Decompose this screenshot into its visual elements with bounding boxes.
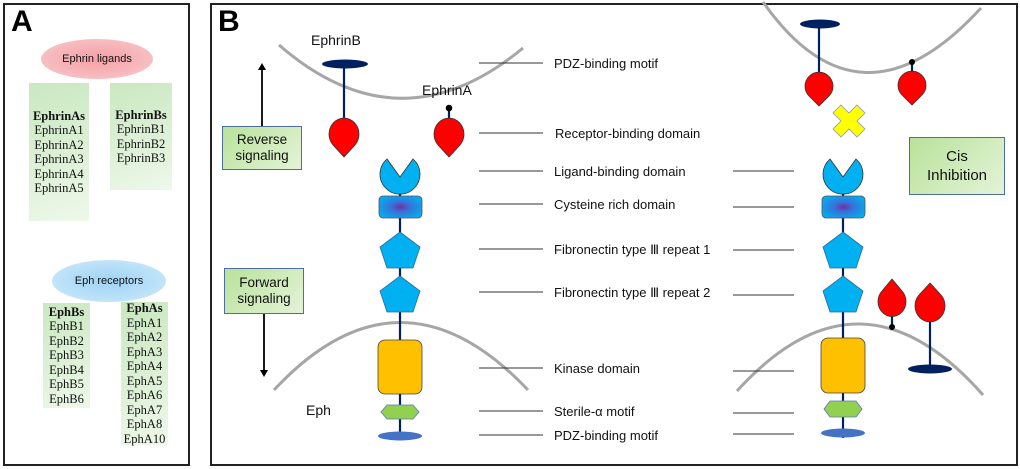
list-item: EphrinA5	[34, 181, 84, 195]
ephas-box: EphAs EphA1 EphA2 EphA3 EphA4 EphA5 EphA…	[121, 301, 168, 446]
list-item: EphrinA4	[34, 166, 84, 181]
reverse-signaling-label: Reverse signaling	[235, 132, 289, 163]
ephbs-box: EphBs EphB1 EphB2 EphB3 EphB4 EphB5 EphB…	[43, 303, 90, 408]
cis-inhibition-box: Cis Inhibition	[909, 137, 1005, 195]
ephrinb-receptor-binding-domain-icon	[328, 117, 360, 158]
ephbs-header: EphBs	[48, 304, 85, 319]
domain-label-sam: Sterile-α motif	[554, 404, 635, 419]
eph-receptors-title: Eph receptors	[74, 275, 144, 287]
ligand-cell-membrane	[278, 43, 524, 100]
list-item: EphA7	[126, 402, 163, 417]
eph-receptor-molecule	[377, 158, 423, 441]
list-item: EphA1	[126, 315, 163, 330]
cis-ephrina-binding-domain-icon	[897, 70, 927, 106]
ephrinb-molecule	[322, 59, 368, 158]
domain-label-fibronectin-2: Fibronectin type Ⅲ repeat 2	[554, 285, 711, 300]
ephrina-molecule	[433, 104, 465, 158]
panel-b-label: B	[218, 5, 240, 38]
domain-label-pdz-receptor: PDZ-binding motif	[554, 428, 659, 443]
list-item: EphB2	[49, 333, 84, 348]
cis-ephrinb-cytoplasmic-icon	[908, 364, 952, 374]
gpi-anchor-icon	[445, 104, 453, 112]
sterile-alpha-motif-icon	[380, 404, 420, 420]
list-item: EphB1	[49, 319, 84, 334]
list-item: EphrinA3	[34, 152, 84, 166]
forward-signaling-label: Forward signaling	[237, 275, 291, 306]
pdz-binding-motif-icon	[378, 431, 422, 441]
cis-inhibition-label: Cis Inhibition	[926, 148, 988, 184]
ephrin-ligands-title: Ephrin ligands	[62, 53, 132, 65]
reverse-signaling-box: Reverse signaling	[222, 126, 302, 170]
cis-ephrinb-binding-domain-icon	[804, 71, 834, 107]
domain-label-receptor-binding: Receptor-binding domain	[555, 126, 701, 141]
list-item: EphA4	[126, 359, 163, 373]
reverse-signaling-arrow	[258, 63, 266, 126]
list-item: EphrinB1	[116, 122, 166, 136]
cis-ephrina-molecule	[897, 59, 927, 106]
ephrina-label: EphrinA	[422, 82, 472, 98]
ephrina-receptor-binding-domain-icon	[433, 117, 465, 158]
list-item: EphA2	[126, 330, 163, 344]
list-item: EphA6	[126, 388, 163, 402]
kinase-domain-icon	[377, 339, 423, 395]
ephrinas-header: EphrinAs	[32, 108, 86, 123]
fibronectin-repeat-1-icon	[379, 231, 421, 269]
panel-a-label: A	[11, 5, 33, 38]
cis-pdz-binding-motif-icon	[821, 428, 865, 438]
ephrinbs-header: EphrinBs	[115, 107, 167, 122]
ephrinb-label: EphrinB	[311, 32, 361, 48]
inhibition-x-icon	[832, 104, 866, 138]
eph-label: Eph	[306, 402, 331, 418]
list-item: EphA5	[126, 373, 163, 388]
list-item: EphrinA1	[34, 123, 84, 137]
ephrinas-box: EphrinAs EphrinA1 EphrinA2 EphrinA3 Ephr…	[29, 83, 89, 221]
domain-label-cysteine-rich: Cysteine rich domain	[554, 197, 676, 212]
domain-label-kinase: Kinase domain	[554, 361, 640, 376]
leader-lines-right	[733, 170, 794, 435]
panel-a: A Ephrin ligands EphrinAs EphrinA1 Ephri…	[3, 3, 190, 466]
list-item: EphB4	[49, 362, 84, 377]
list-item: EphrinB3	[116, 151, 166, 165]
fibronectin-repeat-2-icon	[379, 275, 421, 313]
forward-signaling-arrow	[260, 313, 268, 377]
domain-label-fibronectin-1: Fibronectin type Ⅲ repeat 1	[554, 242, 711, 257]
cis-ephrinb-on-receptor-cell	[908, 282, 952, 374]
list-item: EphrinB2	[116, 136, 166, 151]
leader-lines-left	[479, 62, 543, 436]
domain-label-ligand-binding: Ligand-binding domain	[554, 164, 686, 179]
cis-ephrinb-ligand-icon	[914, 282, 946, 323]
cis-ephrina-on-receptor-cell	[877, 278, 907, 330]
cis-receptor-gpi-anchor-icon	[889, 324, 895, 330]
cis-gpi-anchor-icon	[909, 59, 915, 65]
list-item: EphA10	[123, 431, 166, 446]
cis-receptor-cell-membrane	[735, 322, 985, 396]
list-item: EphA8	[126, 417, 163, 431]
list-item: EphB5	[49, 377, 84, 392]
ephas-header: EphAs	[126, 301, 163, 315]
cis-cysteine-rich-domain-icon	[821, 195, 866, 219]
domain-label-pdz-ligand: PDZ-binding motif	[554, 56, 659, 71]
ephrinbs-box: EphrinBs EphrinB1 EphrinB2 EphrinB3	[110, 83, 172, 190]
cis-sterile-alpha-motif-icon	[823, 400, 863, 418]
ephrin-ligands-ellipse: Ephrin ligands	[41, 39, 153, 79]
cis-ephrinb-molecule	[800, 19, 840, 107]
list-item: EphB6	[49, 391, 84, 406]
eph-receptors-ellipse: Eph receptors	[52, 260, 166, 302]
cis-ligand-binding-domain-icon	[822, 158, 864, 195]
cis-eph-receptor-molecule	[820, 158, 866, 438]
list-item: EphA3	[126, 344, 163, 359]
list-item: EphB3	[49, 348, 84, 363]
cis-ligand-cell-membrane	[761, 1, 983, 74]
cis-fibronectin-repeat-2-icon	[822, 275, 864, 313]
cis-ephrina-ligand-icon	[877, 278, 907, 317]
cysteine-rich-domain-icon	[378, 195, 423, 219]
forward-signaling-box: Forward signaling	[224, 268, 304, 314]
ligand-binding-domain-icon	[379, 158, 421, 195]
list-item: EphrinA2	[34, 137, 84, 152]
cis-kinase-domain-icon	[820, 337, 866, 394]
cis-fibronectin-repeat-1-icon	[822, 231, 864, 269]
